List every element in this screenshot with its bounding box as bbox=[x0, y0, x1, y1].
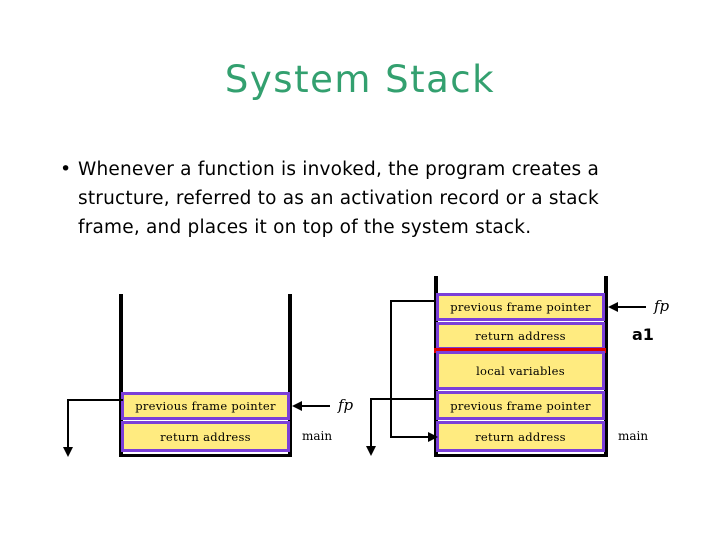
stack-frame-label: previous frame pointer bbox=[450, 300, 591, 314]
bullet-marker-icon: • bbox=[60, 158, 72, 180]
fp-arrowhead-icon bbox=[608, 302, 618, 312]
stack-frame-return-address: return address bbox=[121, 421, 290, 452]
stack-wall-right bbox=[288, 294, 292, 456]
stack-frame-previous-frame-pointer: previous frame pointer bbox=[121, 392, 290, 420]
prev-fp-link-vertical bbox=[67, 399, 69, 449]
bullet-text: Whenever a function is invoked, the prog… bbox=[78, 159, 599, 238]
fp-arrowhead-icon bbox=[292, 401, 302, 411]
frame-boundary-divider bbox=[434, 348, 606, 353]
prev-fp-outer-link-horizontal bbox=[370, 398, 436, 400]
stack-wall-right bbox=[604, 276, 608, 456]
fp-arrow-line bbox=[618, 306, 646, 308]
list-item: • Whenever a function is invoked, the pr… bbox=[52, 155, 662, 242]
stack-floor bbox=[434, 454, 608, 457]
stack-frame-return-address-bottom: return address bbox=[436, 421, 605, 452]
fp-arrow-line bbox=[302, 405, 330, 407]
stack-frame-return-address-top: return address bbox=[436, 322, 605, 350]
stack-frame-label: return address bbox=[475, 429, 566, 444]
fp-pointer-label: fp bbox=[654, 297, 670, 315]
stack-frame-label: return address bbox=[160, 429, 251, 444]
prev-fp-outer-link-arrowhead-icon bbox=[366, 446, 376, 456]
stack-floor bbox=[119, 454, 292, 457]
frame-caption-main: main bbox=[618, 429, 649, 443]
frame-caption-main: main bbox=[302, 429, 333, 443]
bullet-list: • Whenever a function is invoked, the pr… bbox=[52, 155, 662, 242]
fp-pointer-label: fp bbox=[338, 396, 354, 414]
page-title: System Stack bbox=[224, 58, 496, 101]
stack-frame-label: previous frame pointer bbox=[135, 399, 276, 413]
prev-fp-inner-link-vertical bbox=[390, 300, 392, 438]
prev-fp-link-arrowhead-icon bbox=[63, 447, 73, 457]
stack-frame-local-variables: local variables bbox=[436, 351, 605, 390]
prev-fp-link-horizontal bbox=[67, 399, 123, 401]
prev-fp-inner-link-bottom bbox=[390, 436, 432, 438]
prev-fp-inner-link-top bbox=[390, 300, 436, 302]
frame-caption-a1: a1 bbox=[632, 325, 654, 344]
stack-frame-label: previous frame pointer bbox=[450, 398, 591, 413]
stack-diagram-right: previous frame pointer return address lo… bbox=[360, 0, 720, 540]
prev-fp-inner-link-arrowhead-icon bbox=[428, 432, 438, 442]
stack-wall-left bbox=[119, 294, 123, 456]
stack-frame-previous-frame-pointer-bottom: previous frame pointer bbox=[436, 391, 605, 420]
stack-frame-label: local variables bbox=[476, 363, 565, 378]
stack-frame-label: return address bbox=[475, 329, 566, 343]
stack-diagram-left: previous frame pointer return address fp… bbox=[63, 294, 354, 457]
stack-frame-previous-frame-pointer-top: previous frame pointer bbox=[436, 293, 605, 321]
prev-fp-outer-link-vertical bbox=[370, 398, 372, 448]
